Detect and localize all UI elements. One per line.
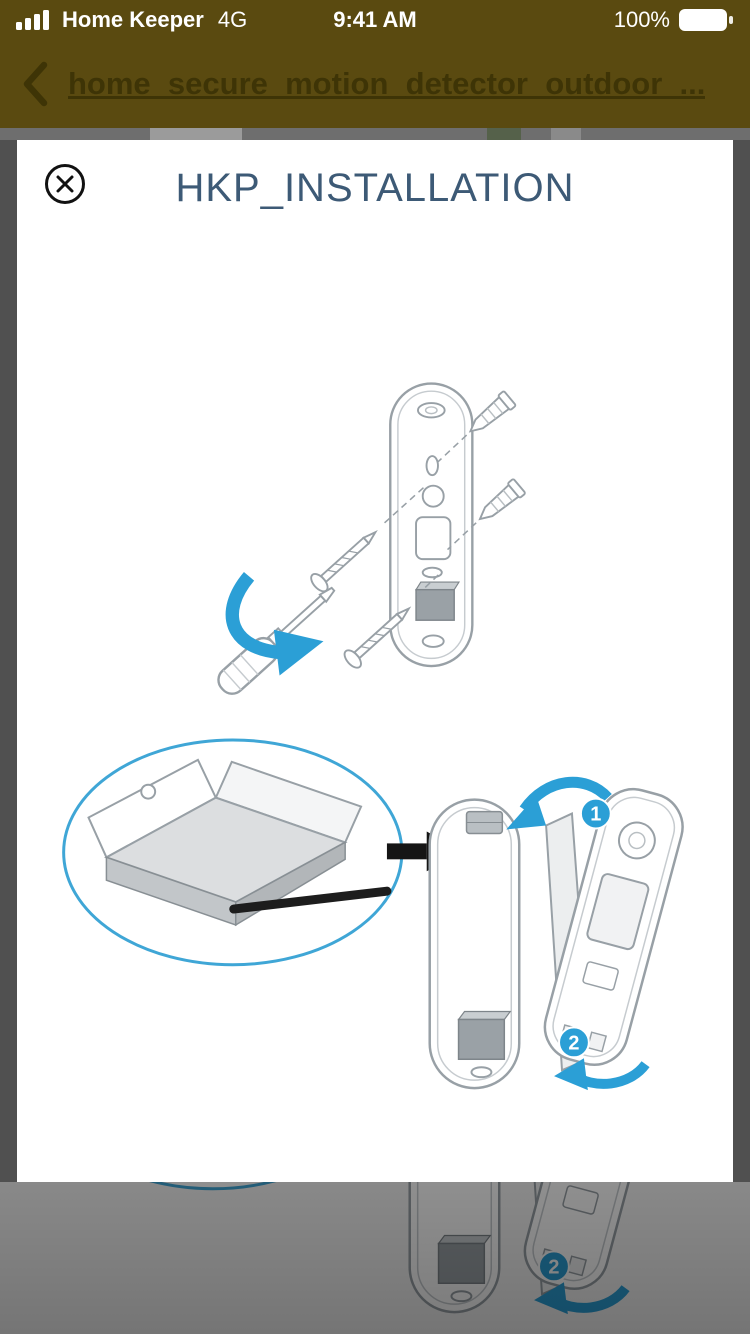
alignment-guides [384, 434, 477, 596]
chevron-left-icon [23, 61, 48, 107]
step2-number: 2 [568, 1032, 579, 1054]
battery-percent-label: 100% [613, 7, 670, 32]
step1-number: 1 [590, 804, 601, 826]
step2-badge [558, 1026, 590, 1059]
dimmed-fragment [487, 128, 521, 140]
carrier-label: Home Keeper [62, 7, 204, 32]
installation-step1-diagram [217, 382, 526, 695]
document-title: HKP_INSTALLATION [175, 166, 575, 210]
signal-strength-icon [16, 10, 49, 30]
rotate-direction-arrow [225, 572, 324, 676]
close-circle-icon [45, 164, 85, 204]
mounting-backplate [389, 382, 474, 668]
battery-icon [679, 9, 733, 31]
nav-bar: home_secure_motion_detector_outdoor_... [0, 40, 750, 128]
dim-overlay [0, 1182, 750, 1334]
dimmed-fragment [150, 128, 242, 140]
mounting-screw-icon [310, 530, 378, 593]
next-page-preview: 1 2 [0, 1182, 750, 1334]
step1-badge [579, 797, 612, 830]
dimmed-fragment [551, 128, 581, 140]
pdf-viewer-modal: HKP_INSTALLATION [17, 140, 733, 1182]
wall-anchor-icon [478, 478, 526, 521]
mounting-screw-icon [343, 606, 412, 669]
network-type-label: 4G [217, 7, 248, 32]
step2-annotation: 2 [554, 1026, 650, 1091]
status-bar-right: 100% [614, 7, 734, 33]
wall-anchor-icon [468, 390, 517, 433]
close-button[interactable] [43, 162, 87, 206]
back-button[interactable] [18, 58, 52, 110]
zoom-detail-callout [62, 738, 404, 967]
status-bar-left: Home Keeper 4G [16, 7, 247, 33]
installation-step2-diagram: 1 2 [62, 738, 684, 1091]
dimmed-background-strip [0, 128, 750, 140]
step1-annotation: 1 [506, 776, 612, 830]
document-filename-link[interactable]: home_secure_motion_detector_outdoor_... [68, 66, 706, 101]
status-bar: Home Keeper 4G 9:41 AM 100% [0, 0, 750, 40]
mounted-base [428, 798, 521, 1090]
